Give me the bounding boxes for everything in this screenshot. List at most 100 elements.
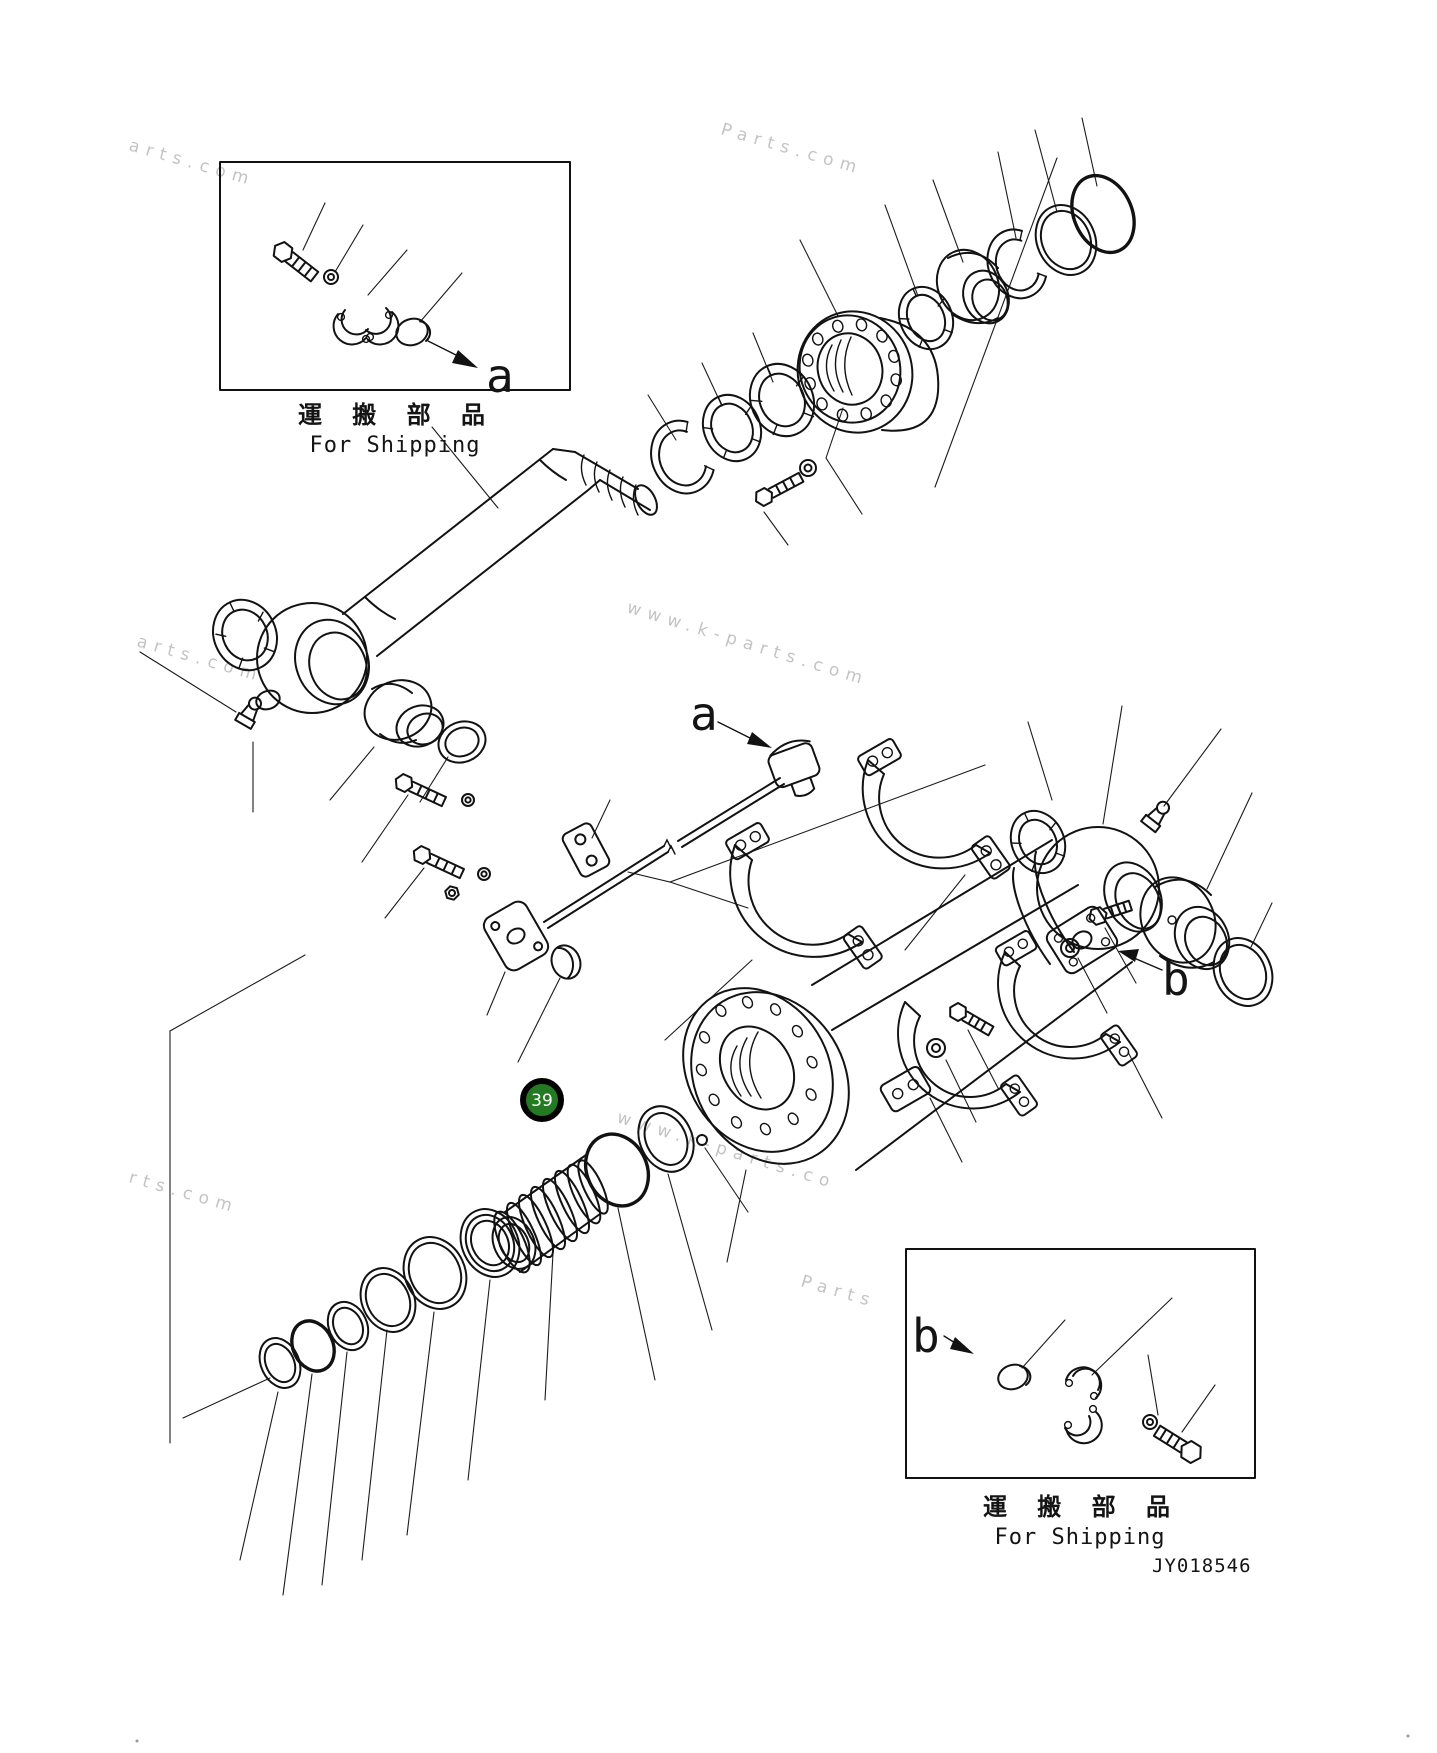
leader-line	[1021, 1319, 1066, 1369]
view-label-b: b	[912, 1309, 940, 1363]
backup-ring	[1034, 204, 1098, 276]
boundary-line	[169, 954, 306, 1444]
leader-line	[361, 1329, 388, 1561]
clamp-plate	[879, 1065, 932, 1113]
leader-line	[704, 1147, 749, 1213]
cylinder-head-gland	[796, 310, 940, 434]
inset-box	[219, 161, 571, 391]
pivot-bushing	[1139, 876, 1231, 971]
shipping-washer	[1142, 1414, 1158, 1430]
watermark-text: www.k-parts.com	[625, 598, 872, 691]
shipping-clamp-half	[1064, 1366, 1103, 1401]
mount-washer	[461, 793, 475, 807]
watermarks: arts.com Parts.com www.k-parts.com arts.…	[127, 120, 879, 1313]
leader-line	[467, 1279, 491, 1481]
leader-line	[884, 204, 919, 297]
leader-line	[544, 1252, 554, 1401]
clamp-washer	[926, 1038, 946, 1058]
seal-ring	[258, 1337, 302, 1389]
leader-line	[361, 794, 409, 863]
leader-line	[182, 1377, 271, 1419]
band-clamp	[725, 822, 883, 970]
tube-break	[663, 838, 676, 855]
seal-ring	[359, 1267, 417, 1333]
leader-line	[329, 746, 375, 801]
part-callout-39[interactable]: 39	[520, 1078, 564, 1122]
snap-ring	[650, 419, 715, 495]
leader-line	[1104, 927, 1137, 984]
speck	[1406, 1734, 1410, 1738]
arrow-b-line	[1133, 957, 1163, 971]
leader-line	[1250, 902, 1273, 948]
callout-circle[interactable]	[520, 1078, 564, 1122]
upper-rod-assembly	[139, 117, 1136, 813]
leader-line	[486, 971, 506, 1016]
gland-bolt	[755, 471, 805, 507]
band-clamp	[857, 738, 1011, 880]
head-snap-ring	[986, 228, 1048, 300]
mount-bolt	[412, 845, 465, 880]
leader-line	[825, 407, 863, 515]
o-ring	[290, 1319, 336, 1373]
leader-line	[997, 151, 1017, 239]
watermark-text: Parts	[799, 1272, 879, 1313]
grease-fitting-top	[234, 696, 262, 730]
arrow-a-head	[747, 732, 772, 748]
band-clamp	[994, 930, 1138, 1067]
view-label-b: b	[1162, 952, 1190, 1006]
shipping-cap	[997, 1363, 1032, 1391]
inset-top-caption-jp: 運 搬 部 品	[298, 401, 496, 429]
leader-line	[932, 179, 964, 263]
leader-line	[1163, 728, 1222, 807]
clamp-washer	[1060, 938, 1080, 958]
leader-line	[667, 1173, 713, 1331]
flange-plug	[696, 1134, 708, 1146]
shipping-clamp-half	[365, 307, 400, 346]
leader-line	[321, 1351, 348, 1586]
leader-line	[929, 1097, 963, 1163]
view-label-a: a	[690, 687, 718, 741]
leader-line	[367, 249, 408, 296]
leader-line	[431, 426, 499, 509]
leader-line	[1127, 1051, 1163, 1119]
rod-bushing-ring	[748, 362, 816, 438]
leader-line	[139, 651, 237, 713]
leader-line	[1077, 957, 1108, 1014]
grease-tube	[543, 777, 785, 929]
leader-line	[1027, 721, 1053, 801]
leader-line	[799, 239, 839, 317]
view-label-a: a	[486, 349, 514, 403]
leader-line	[239, 1391, 279, 1561]
leader-line	[1034, 129, 1058, 213]
clamp-bolt	[1088, 899, 1133, 926]
leader-line	[1102, 705, 1123, 825]
seal-kit-chain	[182, 1105, 713, 1596]
tube-clamp-a	[767, 739, 821, 797]
inset-top-caption-en: For Shipping	[310, 433, 481, 458]
plug-cap	[550, 944, 582, 980]
leader-line	[1206, 792, 1253, 890]
leader-line	[419, 272, 463, 323]
inset-bottom-right: b	[905, 1248, 1256, 1479]
watermark-text: rts.com	[127, 1168, 241, 1218]
cylinder-tube	[811, 839, 1133, 1171]
shipping-clamp-bolt	[1152, 1424, 1202, 1464]
leader-line	[406, 1311, 435, 1536]
leader-line	[1181, 1384, 1216, 1433]
leader-line	[384, 867, 425, 919]
band-clamp	[897, 1001, 1038, 1117]
callout-number: 39	[531, 1091, 553, 1111]
leader-line	[282, 1373, 313, 1596]
shipping-clamp-bolt	[272, 241, 320, 283]
seal-ring	[897, 285, 955, 351]
speck	[135, 1739, 139, 1743]
piston-rod	[255, 448, 658, 714]
piston-assembly	[491, 1154, 609, 1274]
grease-fitting-bottom	[1140, 800, 1171, 834]
clamp-bolt	[949, 1001, 995, 1037]
leader-line	[967, 1029, 999, 1089]
watermark-text: arts.com	[127, 136, 258, 191]
head-bushing	[935, 248, 1010, 325]
shipping-clamp-half	[332, 309, 371, 346]
